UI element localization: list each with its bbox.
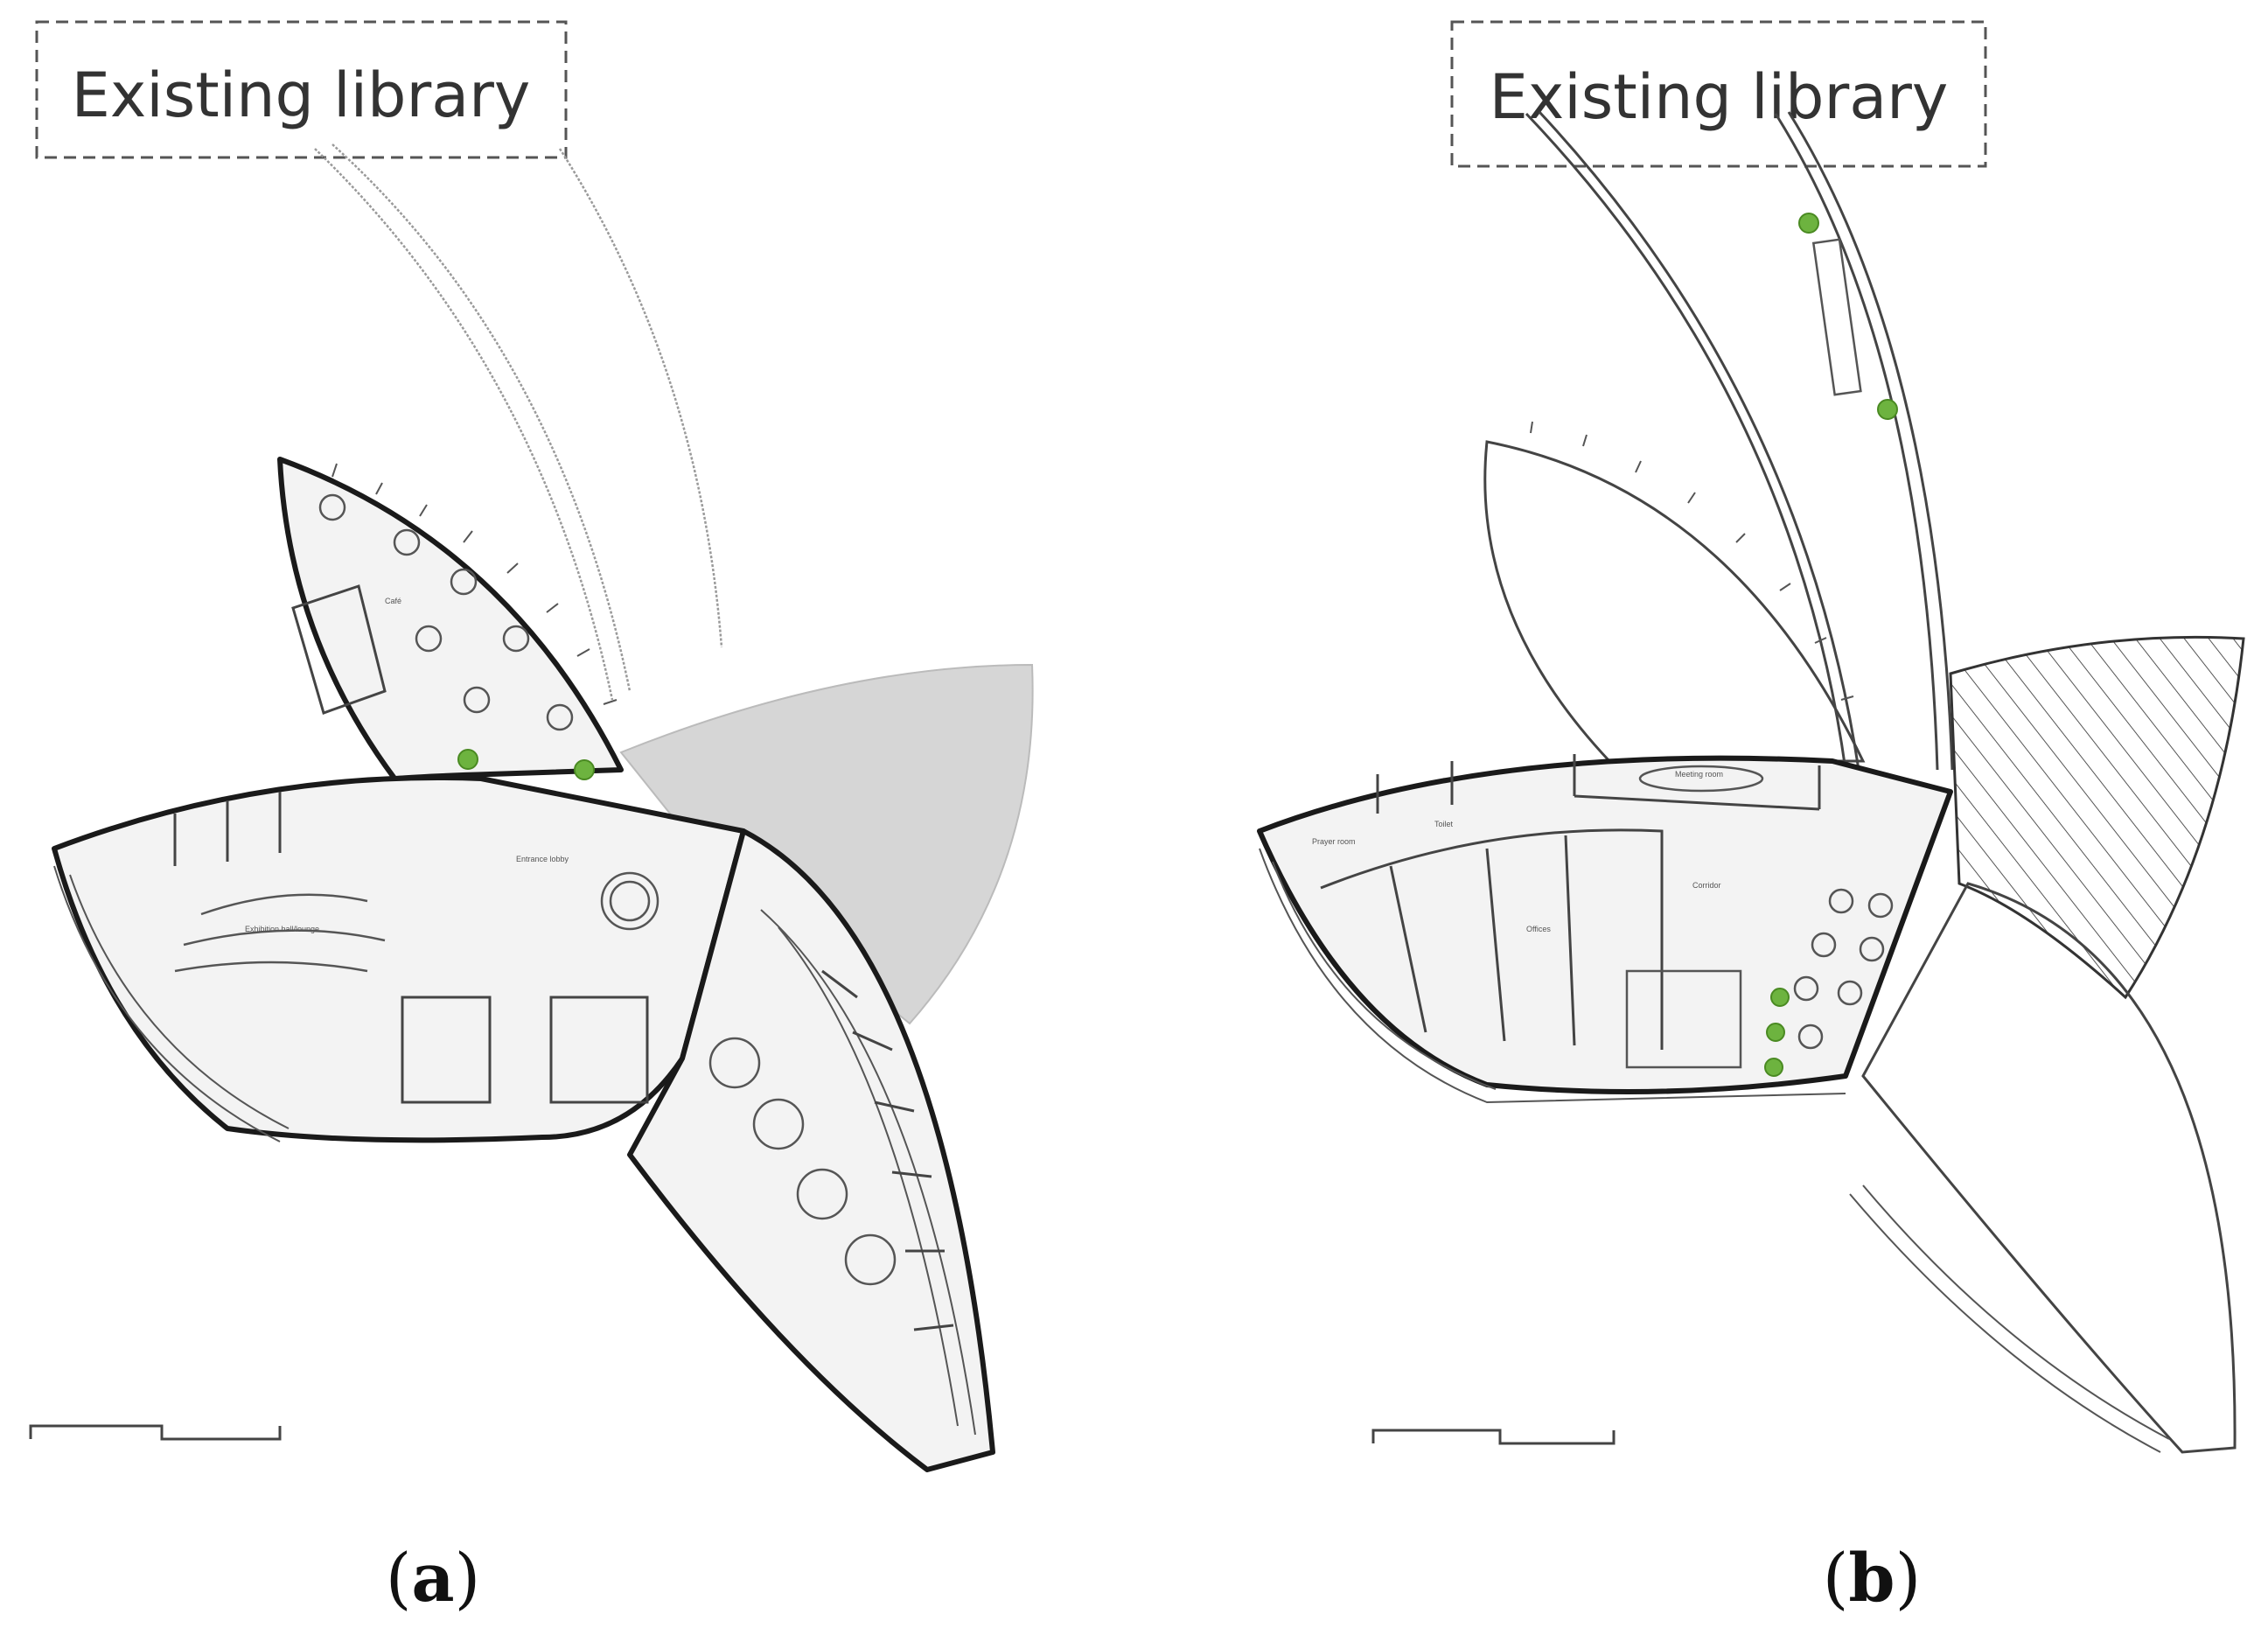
room-label-cafe: Café (385, 597, 401, 605)
corridor-seating-b (1793, 888, 1894, 1050)
cafe-seating-a (318, 493, 574, 731)
hall-booths-a (821, 969, 954, 1331)
panel-a: Existing library Café Entrance lobby Exh… (29, 20, 1034, 1617)
room-label-prayer: Prayer room (1312, 837, 1356, 846)
plant-a-1 (457, 749, 478, 770)
cafe-facade-ticks-a (331, 463, 618, 705)
existing-library-label-a: Existing library (72, 59, 531, 131)
plant-b-3 (1770, 988, 1790, 1007)
hall-facade-a (760, 909, 976, 1436)
existing-library-box-a (35, 20, 568, 159)
lower-petal-facade-b (1849, 1184, 2170, 1453)
plant-b-4 (1766, 1023, 1785, 1042)
panel-b: Existing library (1257, 20, 2245, 1617)
scale-bar-a (29, 1424, 282, 1441)
lower-petal-outline-b (1861, 882, 2237, 1454)
room-label-corridor: Corridor (1692, 881, 1721, 890)
lobby-facade-a (53, 865, 290, 1142)
hatched-roof-petal-b (1949, 635, 2245, 1000)
office-facade-b (1259, 848, 1846, 1104)
hall-petal-a (627, 828, 995, 1472)
stair-core-b (1625, 969, 1742, 1069)
hall-round-tables-a (708, 1037, 897, 1286)
upper-petal-outline-b (1483, 440, 1866, 763)
room-label-offices: Offices (1526, 925, 1551, 933)
existing-library-box-b (1450, 20, 1987, 168)
plant-a-2 (574, 759, 595, 780)
lobby-petal-a (52, 775, 746, 1143)
office-partitions-b (1320, 754, 1821, 1050)
room-label-toilet: Toilet (1434, 820, 1454, 828)
lobby-service-rooms-a (173, 792, 649, 1104)
existing-library-callout-a: Existing library (35, 20, 568, 159)
plant-b-1 (1798, 213, 1819, 234)
caption-b: (b) (1823, 1539, 1921, 1617)
existing-library-label-b: Existing library (1490, 61, 1949, 133)
corridor-bench-b (1811, 238, 1862, 396)
meeting-table-b (1638, 765, 1764, 793)
existing-library-callout-b: Existing library (1450, 20, 1987, 168)
lobby-exhibition-seating-a (174, 893, 386, 973)
cafe-kitchen-a (291, 584, 387, 715)
upper-petal-ticks-b (1530, 421, 1854, 701)
office-wing-b (1257, 755, 1953, 1094)
library-link-outline-a (314, 143, 723, 701)
caption-a: (a) (386, 1539, 481, 1617)
room-label-lobby: Entrance lobby (516, 855, 569, 863)
cafe-petal-a (277, 457, 624, 786)
plant-b-2 (1877, 399, 1898, 420)
plant-b-5 (1764, 1058, 1783, 1077)
room-label-exhibition: Exhibition hall/lounge (245, 925, 319, 933)
library-link-walls-b (1525, 110, 1954, 771)
room-label-meeting: Meeting room (1675, 770, 1723, 779)
scale-bar-b (1371, 1429, 1616, 1445)
lobby-reception-a (600, 871, 659, 931)
